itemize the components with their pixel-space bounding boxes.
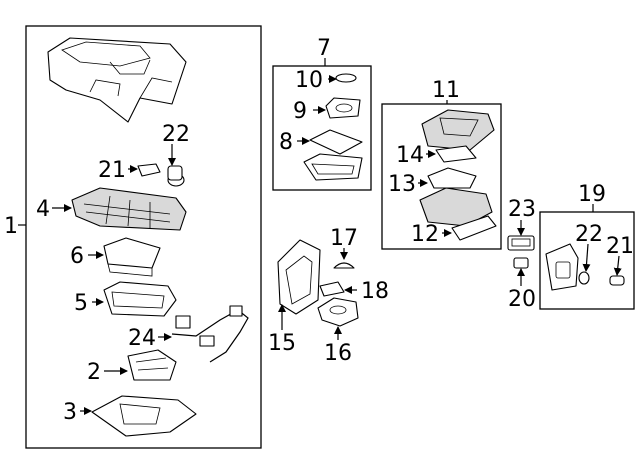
callout-17: 17 — [330, 226, 358, 251]
callout-20: 20 — [508, 287, 536, 312]
callout-11: 11 — [432, 78, 460, 103]
part-22-knob-b-drawing — [578, 271, 590, 285]
console-assembly-drawing — [47, 37, 187, 123]
callout-22-group1: 22 — [162, 122, 190, 147]
callout-4: 4 — [36, 197, 50, 222]
part-17-cover-drawing — [333, 262, 355, 269]
part-13-trim-drawing — [427, 167, 477, 189]
callout-16: 16 — [324, 341, 352, 366]
part-14-plate-drawing — [435, 145, 477, 163]
callout-3: 3 — [63, 400, 77, 425]
part-18-clip-drawing — [319, 281, 345, 297]
part-16-holder-drawing — [317, 297, 359, 327]
part-9-holder-drawing — [325, 97, 361, 119]
callout-19: 19 — [578, 182, 606, 207]
part-8-mat-drawing — [309, 129, 363, 155]
callout-13: 13 — [388, 172, 416, 197]
group-1-frame — [25, 25, 262, 449]
callout-6: 6 — [70, 244, 84, 269]
group-11-frame — [381, 103, 502, 250]
part-24-harness-drawing — [171, 305, 249, 363]
callout-1: 1 — [4, 214, 18, 239]
callout-23: 23 — [508, 197, 536, 222]
part-4-frame-drawing — [71, 187, 187, 231]
part-10-cap-drawing — [335, 73, 357, 83]
callout-10: 10 — [295, 68, 323, 93]
callout-24: 24 — [128, 326, 156, 351]
callout-14: 14 — [396, 143, 424, 168]
callout-21-group19: 21 — [606, 234, 634, 259]
part-5-bin-drawing — [103, 281, 177, 317]
part-7-tray-drawing — [303, 153, 363, 181]
part-2-bracket-drawing — [127, 349, 177, 381]
callout-15: 15 — [268, 331, 296, 356]
part-11-lid-drawing — [421, 109, 495, 151]
part-21-clip-drawing — [137, 163, 161, 177]
leader-lines — [18, 58, 622, 415]
callout-2: 2 — [87, 360, 101, 385]
part-3-base-drawing — [91, 395, 197, 437]
callout-12: 12 — [411, 222, 439, 247]
callout-7: 7 — [317, 36, 331, 61]
part-12-strip-drawing — [451, 215, 497, 241]
group-7-frame — [272, 65, 372, 191]
part-6-pad-drawing — [103, 237, 161, 277]
callout-22-group19: 22 — [575, 222, 603, 247]
callout-21-group1: 21 — [98, 158, 126, 183]
callout-5: 5 — [74, 291, 88, 316]
part-19-bezel-drawing — [545, 243, 579, 291]
part-21-bulb-drawing — [609, 275, 625, 286]
part-15-panel-drawing — [277, 239, 321, 315]
part-20-switch-drawing — [513, 257, 529, 269]
part-13-pad-drawing — [419, 187, 493, 227]
callout-8: 8 — [279, 130, 293, 155]
group-19-frame — [539, 211, 635, 310]
callout-18: 18 — [361, 279, 389, 304]
part-23-switch-drawing — [507, 235, 535, 251]
callout-9: 9 — [293, 99, 307, 124]
part-22-knob-drawing — [167, 165, 185, 187]
